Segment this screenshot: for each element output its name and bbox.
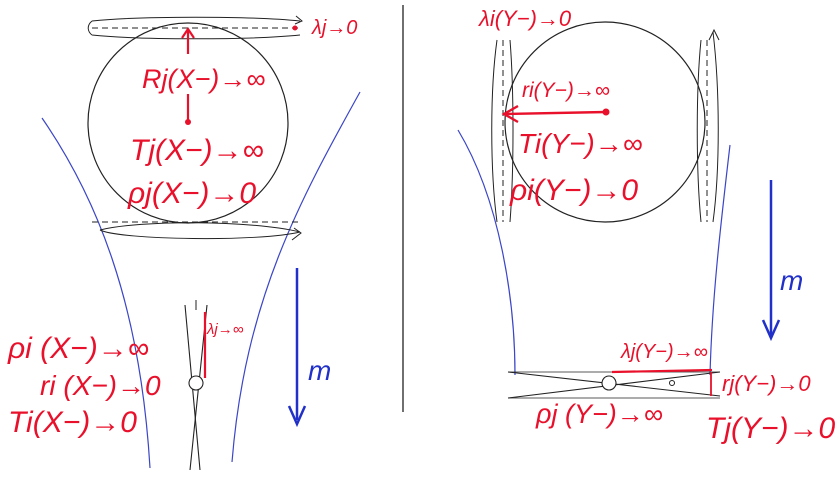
left-bottom-ellipse [100, 223, 300, 239]
right-rho-j-label: ρj (Y−)→∞ [535, 399, 663, 429]
right-right-vertical-ellipse [697, 32, 718, 222]
right-blue-curve-left [458, 130, 515, 375]
left-lambda-j-small-label: λj→∞ [206, 321, 244, 338]
left-small-hourglass [185, 300, 207, 470]
left-rho-i-label: ρi (X−)→∞ [7, 332, 149, 365]
left-rho-j-label: ρj(X−)→0 [127, 177, 256, 210]
left-lambda-j-label: λj→0 [311, 17, 357, 39]
left-Tj-label: Tj(X−)→∞ [130, 134, 264, 167]
left-top-ellipse-arrow [295, 16, 302, 24]
right-lambda-i-label: λi(Y−)→0 [478, 6, 572, 31]
right-blue-curve-right [710, 145, 730, 375]
right-small-hourglass [508, 370, 720, 398]
right-panel [458, 22, 779, 398]
right-m-label: m [780, 265, 803, 296]
right-ri-arrow [505, 112, 606, 114]
right-rho-i-label: ρi(Y−)→0 [509, 174, 638, 207]
left-m-label: m [308, 355, 331, 386]
left-r-i-label: ri (X−)→0 [40, 370, 161, 401]
right-T-i-label: Ti(Y−)→∞ [518, 128, 643, 159]
right-r-j-label: rj(Y−)→0 [722, 371, 811, 396]
left-Rj-label: Rj(X−)→∞ [142, 64, 266, 94]
left-bottom-ellipse-arrow [292, 228, 301, 240]
right-T-j-label: Tj(Y−)→0 [706, 412, 836, 445]
right-lambda-j-label: λj(Y−)→∞ [620, 341, 708, 363]
left-T-i-label: Ti(X−)→0 [8, 406, 137, 439]
right-r-i-label: ri(Y−)→∞ [522, 79, 610, 102]
